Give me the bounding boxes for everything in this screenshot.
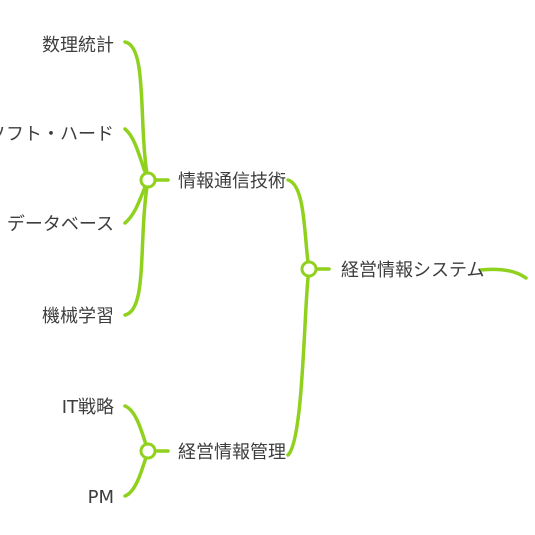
branch-2-junction-dot (139, 442, 157, 460)
root-connector-line (286, 178, 311, 457)
root-node-label[interactable]: 経営情報システム (341, 260, 484, 281)
leaf-node-label[interactable]: IT戦略 (62, 397, 114, 418)
leaf-node-label[interactable]: 機械学習 (42, 306, 114, 327)
branch-1-junction-dot (139, 171, 157, 189)
branch-1-connector-line (123, 40, 150, 182)
branch-node-label[interactable]: 経営情報管理 (178, 442, 286, 463)
leaf-node-label[interactable]: PM (88, 487, 114, 508)
branch-node-label[interactable]: 情報通信技術 (178, 171, 286, 192)
branch-1-connector-line (123, 178, 150, 317)
root-tail-line (479, 267, 528, 280)
leaf-node-label[interactable]: 数理統計 (42, 35, 114, 56)
leaf-node-label[interactable]: ソフト・ハード (0, 124, 114, 145)
leaf-node-label[interactable]: データベース (7, 214, 114, 235)
root-junction-dot (300, 260, 318, 278)
